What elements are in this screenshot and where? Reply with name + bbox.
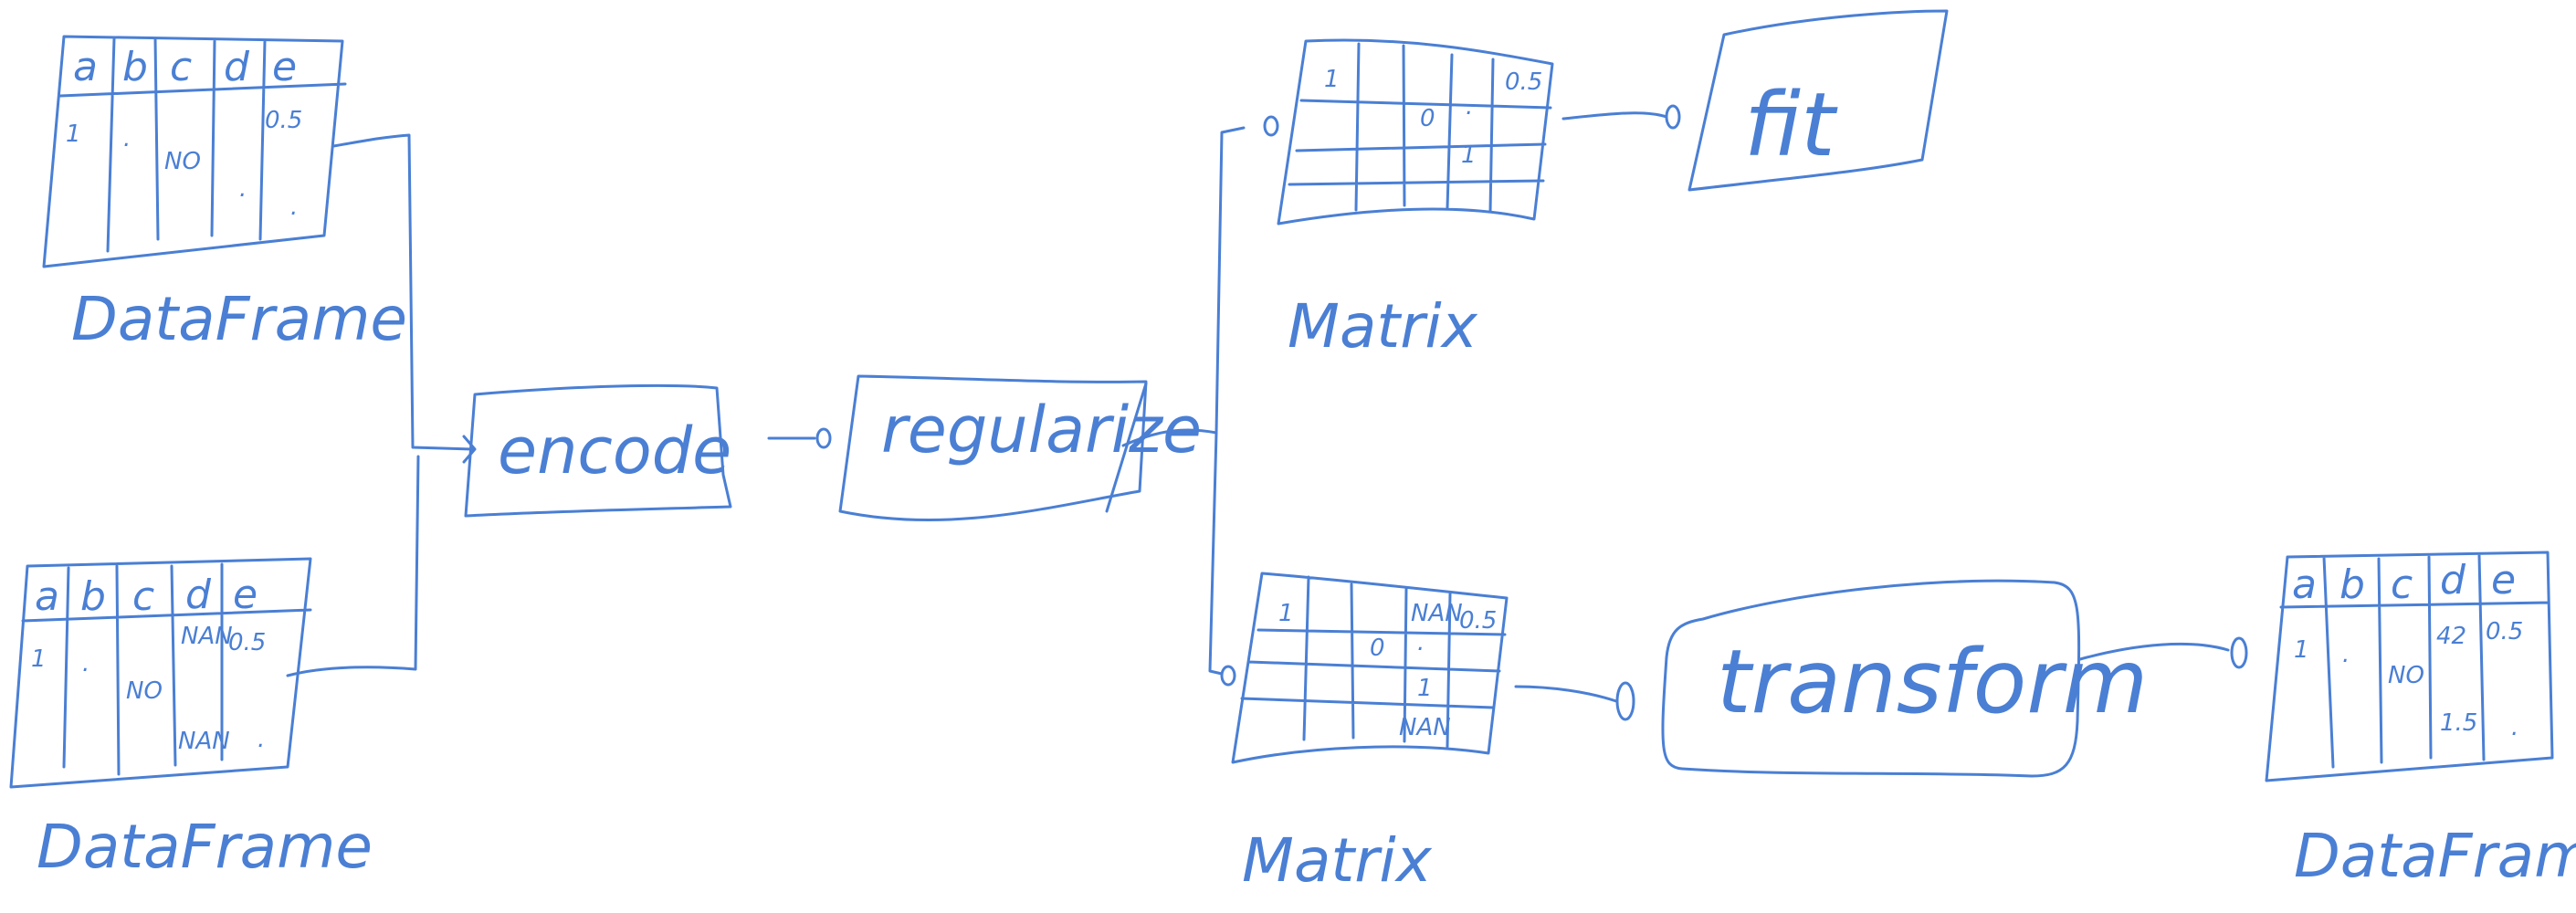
connector-matrix-to-fit [1561,111,1668,121]
column-header-e: e [272,44,297,90]
connector-matrix-to-transform [1514,685,1618,703]
cell-e3: . [258,726,265,753]
cell-e1: 0.5 [265,107,302,134]
matrix-cell: 0 [1370,635,1385,662]
encode-box [464,383,732,518]
column-header-c: c [132,573,154,620]
matrix-cell: 1 [1324,66,1340,93]
regularize-box-stroke [1105,382,1148,513]
cell-b1: . [82,650,89,677]
connector-endpoint [1615,681,1635,721]
cell-b1: . [2342,641,2350,668]
cell-a1: 1 [31,645,47,673]
regularize-label: regularize [881,393,1202,467]
connector-endpoint [1220,665,1236,687]
column-header-a: a [73,44,98,90]
cell-e1: 0.5 [2486,618,2523,645]
dataframe-caption: DataFrame [71,284,407,354]
matrix-cell: NAN [1399,714,1451,741]
matrix-train: 1 0.5 0 . 1 Matrix [1277,38,1554,362]
fit-box [1688,9,1949,192]
matrix-cell: 0.5 [1459,607,1497,635]
transform-step: transform [1661,579,2148,778]
column-header-d: d [185,572,212,618]
cell-d1: NAN [181,623,233,650]
cell-c2: NO [2388,662,2424,689]
matrix-grid [1277,38,1554,226]
connector-regularize-split-down [1208,431,1224,676]
connector-df1-to-encode [331,133,475,451]
transform-label: transform [1717,631,2148,733]
regularize-box [838,374,1148,522]
dataframe-grid [9,557,312,789]
matrix-cell: 1 [1461,142,1477,169]
matrix-cell: . [1417,629,1425,656]
dataframe-input-top: a b c d e 1 . 0.5 NO . . DataFrame [42,35,407,354]
column-header-e: e [233,572,258,618]
column-header-b: b [2339,561,2365,608]
cell-d3: . [239,175,247,203]
matrix-test: 1 NAN 0.5 0 . 1 NAN Matrix [1231,572,1509,896]
cell-c2: NO [164,148,201,175]
connector-endpoint [1665,104,1681,130]
cell-b1: . [123,125,131,152]
column-header-a: a [35,573,59,620]
column-header-d: d [224,44,250,90]
arrow-head [462,435,477,464]
regularize-step: regularize [838,374,1202,522]
column-header-d: d [2440,557,2466,603]
connector-endpoint [815,427,832,449]
matrix-cell: NAN [1411,600,1463,627]
matrix-caption: Matrix [1242,825,1433,896]
matrix-caption: Matrix [1288,291,1478,362]
dataframe-input-bottom: a b c d e 1 . NAN 0.5 NO NAN . DataFrame [9,557,373,882]
cell-c2: NO [126,677,163,705]
dataframe-output: a b c d e 1 . 42 0.5 NO 1.5 . DataFrame [2265,551,2576,891]
matrix-cell: 1 [1417,675,1433,702]
encode-label: encode [498,414,731,488]
cell-e1: 0.5 [228,629,266,656]
encode-step: encode [464,383,732,518]
cell-e3: . [290,194,298,221]
cell-a1: 1 [2294,636,2309,664]
matrix-cell: 0.5 [1505,68,1542,96]
column-header-c: c [2391,561,2413,608]
matrix-grid [1231,572,1509,764]
cell-d1: 42 [2436,623,2466,650]
cell-d3: 1.5 [2440,709,2477,737]
cell-a1: 1 [66,121,81,148]
column-header-c: c [170,44,192,90]
fit-label: fit [1744,74,1838,176]
connector-endpoint [2230,636,2248,669]
matrix-cell: 1 [1278,600,1294,627]
fit-step: fit [1688,9,1949,192]
dataframe-grid [42,35,347,268]
column-header-b: b [122,44,148,90]
connector-transform-to-output [2078,642,2230,661]
connector-df2-to-encode [286,455,420,677]
matrix-cell: . [1466,93,1473,121]
dataframe-caption: DataFrame [37,812,373,882]
transform-box [1661,579,2081,778]
dataframe-caption: DataFrame [2294,821,2576,891]
cell-e3: . [2511,714,2518,741]
dataframe-grid [2265,551,2554,782]
cell-d3: NAN [178,728,230,755]
column-header-e: e [2491,557,2516,603]
column-header-a: a [2292,561,2317,608]
matrix-cell: 0 [1420,105,1435,132]
column-header-b: b [80,573,106,620]
connector-endpoint [1263,115,1279,137]
